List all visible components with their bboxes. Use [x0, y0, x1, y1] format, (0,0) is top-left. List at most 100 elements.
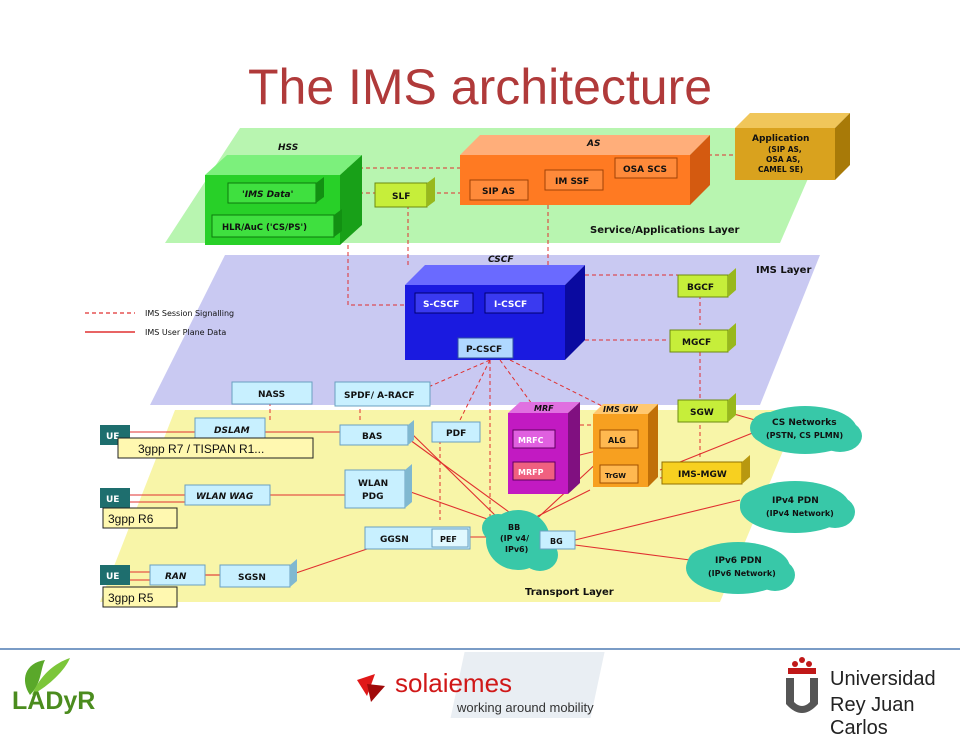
service-layer-label: Service/Applications Layer	[590, 225, 740, 236]
svg-text:SIP AS: SIP AS	[482, 187, 515, 197]
svg-text:PDF: PDF	[446, 429, 466, 439]
bgcf-block: BGCF	[677, 268, 736, 298]
svg-text:OSA SCS: OSA SCS	[623, 165, 667, 175]
svg-text:IMS GW: IMS GW	[603, 405, 639, 414]
svg-text:WLAN: WLAN	[358, 479, 388, 489]
solaiemes-tagline: working around mobility	[457, 700, 594, 715]
svg-text:(PSTN, CS PLMN): (PSTN, CS PLMN)	[766, 431, 843, 440]
svg-text:RAN: RAN	[165, 572, 187, 582]
ran-block: RAN	[149, 564, 206, 586]
svg-text:CSCF: CSCF	[488, 255, 514, 265]
svg-text:BGCF: BGCF	[687, 283, 714, 293]
ims-architecture-diagram: Service/Applications Layer IMS Layer Tra…	[85, 113, 862, 608]
svg-text:IM SSF: IM SSF	[555, 177, 589, 187]
svg-text:HLR/AuC ('CS/PS'): HLR/AuC ('CS/PS')	[222, 223, 307, 233]
release-r7-label: 3gpp R7 / TISPAN R1...	[117, 437, 314, 459]
svg-text:TrGW: TrGW	[605, 472, 626, 480]
svg-text:MRFC: MRFC	[518, 436, 544, 445]
svg-text:UE: UE	[106, 432, 119, 442]
urjc-line2: Rey Juan Carlos	[830, 694, 915, 739]
svg-text:UE: UE	[106, 495, 119, 505]
svg-text:BAS: BAS	[362, 432, 382, 442]
mrfc-block: MRFC	[512, 429, 556, 449]
pdf-block: PDF	[431, 421, 481, 443]
svg-text:3gpp R6: 3gpp R6	[108, 512, 154, 526]
mrfp-block: MRFP	[512, 461, 556, 481]
ipv6-pdn-cloud: IPv6 PDN (IPv6 Network)	[686, 542, 795, 594]
footer-divider	[0, 648, 960, 650]
nass-block: NASS	[231, 381, 313, 405]
svg-text:GGSN: GGSN	[380, 535, 409, 545]
solaiemes-logo: solaiemes working around mobility	[345, 650, 605, 720]
svg-text:IPv6 PDN: IPv6 PDN	[715, 556, 762, 566]
slf-block: SLF	[374, 177, 435, 208]
im-ssf-block: IM SSF	[544, 169, 604, 191]
mgcf-block: MGCF	[669, 323, 736, 353]
transport-layer-label: Transport Layer	[525, 587, 614, 598]
svg-text:BG: BG	[550, 537, 563, 546]
svg-text:ALG: ALG	[608, 436, 626, 445]
wlan-pdg-block: WLAN PDG	[344, 464, 412, 509]
ipv4-pdn-cloud: IPv4 PDN (IPv4 Network)	[740, 481, 855, 533]
hlr-auc-block: HLR/AuC ('CS/PS')	[211, 209, 342, 238]
spdf-block: SPDF/ A-RACF	[334, 381, 431, 407]
legend-signalling-label: IMS Session Signalling	[145, 309, 234, 318]
legend-userplane-label: IMS User Plane Data	[145, 328, 226, 337]
svg-text:PDG: PDG	[362, 492, 383, 502]
svg-text:MRFP: MRFP	[518, 468, 544, 477]
svg-text:P-CSCF: P-CSCF	[466, 345, 502, 355]
i-cscf-block: I-CSCF	[484, 292, 544, 314]
page-title: The IMS architecture	[247, 59, 713, 115]
svg-text:AS: AS	[586, 139, 600, 149]
svg-text:3gpp R7 / TISPAN R1...: 3gpp R7 / TISPAN R1...	[138, 442, 264, 456]
s-cscf-block: S-CSCF	[414, 292, 474, 314]
osa-scs-block: OSA SCS	[614, 157, 678, 179]
svg-text:(IPv6 Network): (IPv6 Network)	[708, 569, 776, 578]
ims-mgw-block: IMS-MGW	[661, 455, 750, 485]
svg-text:S-CSCF: S-CSCF	[423, 300, 459, 310]
sip-as-block: SIP AS	[469, 179, 529, 201]
svg-text:SGW: SGW	[690, 408, 714, 418]
solaiemes-name: solaiemes	[395, 668, 513, 698]
svg-text:(IPv4 Network): (IPv4 Network)	[766, 509, 834, 518]
ue-box-2: UE	[100, 488, 130, 508]
svg-text:HSS: HSS	[278, 143, 298, 153]
sgw-block: SGW	[677, 393, 736, 423]
trgw-block: TrGW	[599, 464, 639, 484]
release-r6-label: 3gpp R6	[102, 507, 178, 529]
urjc-line1: Universidad	[830, 668, 936, 690]
pef-block: PEF	[431, 528, 469, 548]
urjc-logo: Universidad Rey Juan Carlos	[780, 654, 960, 739]
svg-text:WLAN WAG: WLAN WAG	[196, 492, 253, 502]
ladyr-text: LADyR	[12, 687, 96, 715]
svg-text:OSA AS,: OSA AS,	[766, 155, 800, 164]
svg-text:MRF: MRF	[534, 404, 554, 413]
svg-text:IPv4 PDN: IPv4 PDN	[772, 496, 819, 506]
svg-text:IPv6): IPv6)	[505, 545, 528, 554]
dslam-block: DSLAM	[194, 417, 266, 441]
svg-text:3gpp R5: 3gpp R5	[108, 591, 154, 605]
ims-layer-label: IMS Layer	[756, 265, 811, 276]
svg-text:'IMS Data': 'IMS Data'	[242, 190, 293, 200]
svg-text:DSLAM: DSLAM	[214, 426, 250, 436]
p-cscf-block: P-CSCF	[457, 337, 514, 359]
alg-block: ALG	[599, 429, 639, 449]
bas-block: BAS	[339, 420, 414, 446]
cs-networks-cloud: CS Networks (PSTN, CS PLMN)	[750, 406, 862, 454]
svg-text:CAMEL SE): CAMEL SE)	[758, 165, 803, 174]
bg-block: BG	[539, 530, 576, 550]
svg-text:Application: Application	[752, 134, 809, 144]
svg-text:NASS: NASS	[258, 390, 285, 400]
bb-cloud: BB (IP v4/ IPv6)	[482, 510, 558, 571]
svg-text:SLF: SLF	[392, 192, 410, 202]
svg-text:PEF: PEF	[440, 535, 457, 544]
svg-text:I-CSCF: I-CSCF	[494, 300, 527, 310]
svg-text:MGCF: MGCF	[682, 338, 711, 348]
ue-box-3: UE	[100, 565, 130, 585]
ims-gw-block: IMS GW	[593, 404, 658, 487]
svg-text:BB: BB	[508, 523, 520, 532]
svg-text:IMS-MGW: IMS-MGW	[678, 470, 727, 480]
wlan-wag-block: WLAN WAG	[184, 484, 271, 506]
svg-text:CS Networks: CS Networks	[772, 418, 837, 428]
ladyr-logo: LADyR	[10, 655, 125, 717]
